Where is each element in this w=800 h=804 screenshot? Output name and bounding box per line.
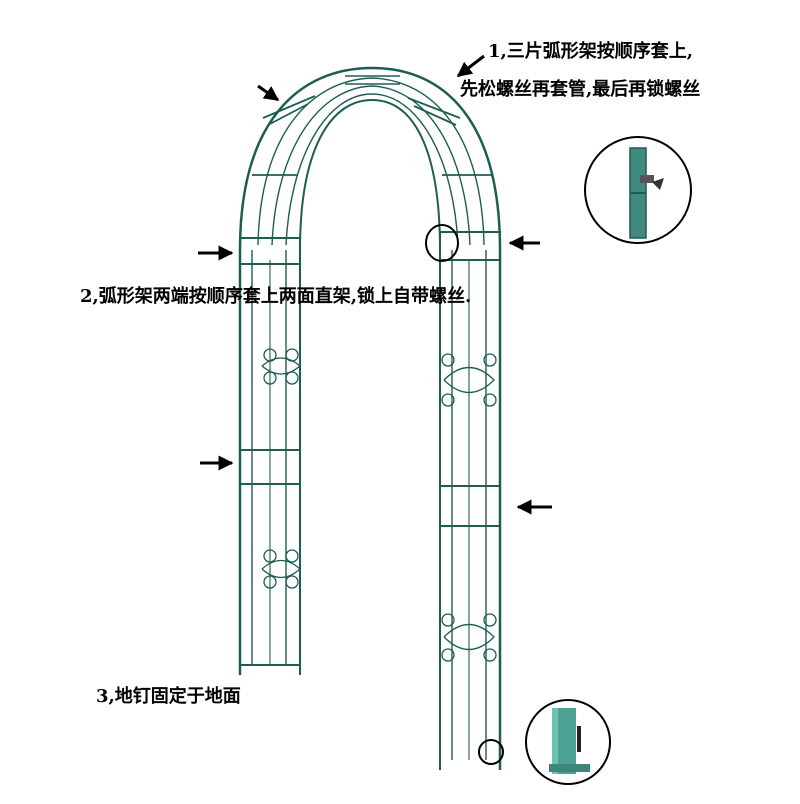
step-1-caption-line-1: 1,三片弧形架按顺序套上,	[488, 41, 694, 62]
arch-outer-left	[238, 66, 502, 770]
scroll-ornament-left-upper	[261, 348, 302, 385]
stake-highlight-circle	[478, 739, 504, 765]
joint-highlight-circle	[425, 224, 459, 262]
arch-inner-left	[299, 98, 441, 770]
scroll-ornament-right-upper	[441, 353, 497, 407]
pointer-arrows	[198, 54, 552, 515]
zoom-circle-ground-stake	[525, 699, 611, 785]
step-3-caption: 3,地钉固定于地面	[96, 686, 241, 707]
zoom-circle-bolt-joint	[584, 136, 692, 244]
highlight-circles	[425, 224, 504, 765]
arch-frame	[238, 66, 502, 770]
scroll-ornament-left-lower	[261, 549, 301, 589]
arrow-icon	[257, 84, 280, 102]
scroll-ornament-right-lower	[441, 613, 497, 662]
step-1-caption-line-2: 先松螺丝再套管,最后再锁螺丝	[460, 79, 701, 100]
step-2-caption: 2,弧形架两端按顺序套上两面直架,锁上自带螺丝.	[80, 286, 472, 307]
arrow-icon	[456, 54, 485, 78]
